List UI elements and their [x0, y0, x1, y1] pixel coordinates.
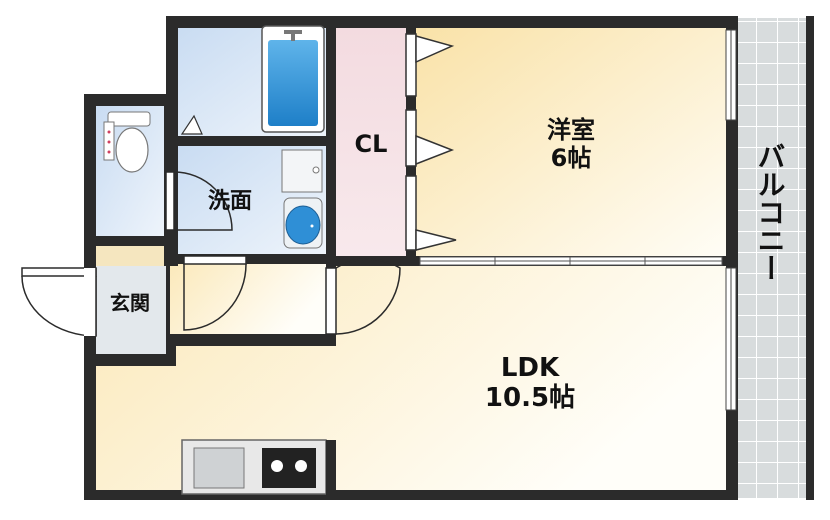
toilet [103, 111, 151, 173]
washroom-label: 洗面 [208, 189, 252, 214]
kitchen-wall [326, 440, 336, 498]
cooktop [262, 448, 316, 488]
western-room-size: 6帖 [551, 144, 592, 172]
doors [21, 171, 401, 337]
balcony-windows [725, 29, 737, 411]
bathtub [261, 25, 325, 133]
ldk-size: 10.5帖 [485, 383, 575, 413]
closet-floor [336, 28, 406, 256]
entrance-step [96, 246, 166, 266]
ldk-floor [96, 266, 726, 490]
kitchen-counter [181, 439, 327, 495]
entrance-label: 玄関 [110, 291, 150, 315]
western-room-floor [416, 28, 726, 256]
entrance-doorway [84, 268, 96, 336]
wall-entrance-ldk [96, 354, 176, 366]
washbasin [281, 149, 323, 249]
closet-label: CL [355, 130, 388, 158]
wall-bath-wash [178, 136, 326, 146]
wall-wash-hall [170, 254, 336, 264]
balcony-label: バルコニー [754, 142, 787, 282]
wall-closet-bath [326, 28, 336, 256]
entrance-floor [96, 266, 166, 354]
balcony-area [738, 18, 810, 498]
kitchen-sink [193, 447, 245, 489]
wall-hall-ldk [176, 334, 336, 346]
hallway-floor [170, 264, 326, 334]
western-room-name: 洋室 [547, 116, 595, 144]
ldk-name: LDK [501, 353, 560, 383]
sliding-door-room-ldk [419, 256, 723, 266]
balcony-rail [806, 16, 814, 500]
closet-folding-doors [405, 33, 457, 251]
bath-step-marker [180, 114, 203, 135]
